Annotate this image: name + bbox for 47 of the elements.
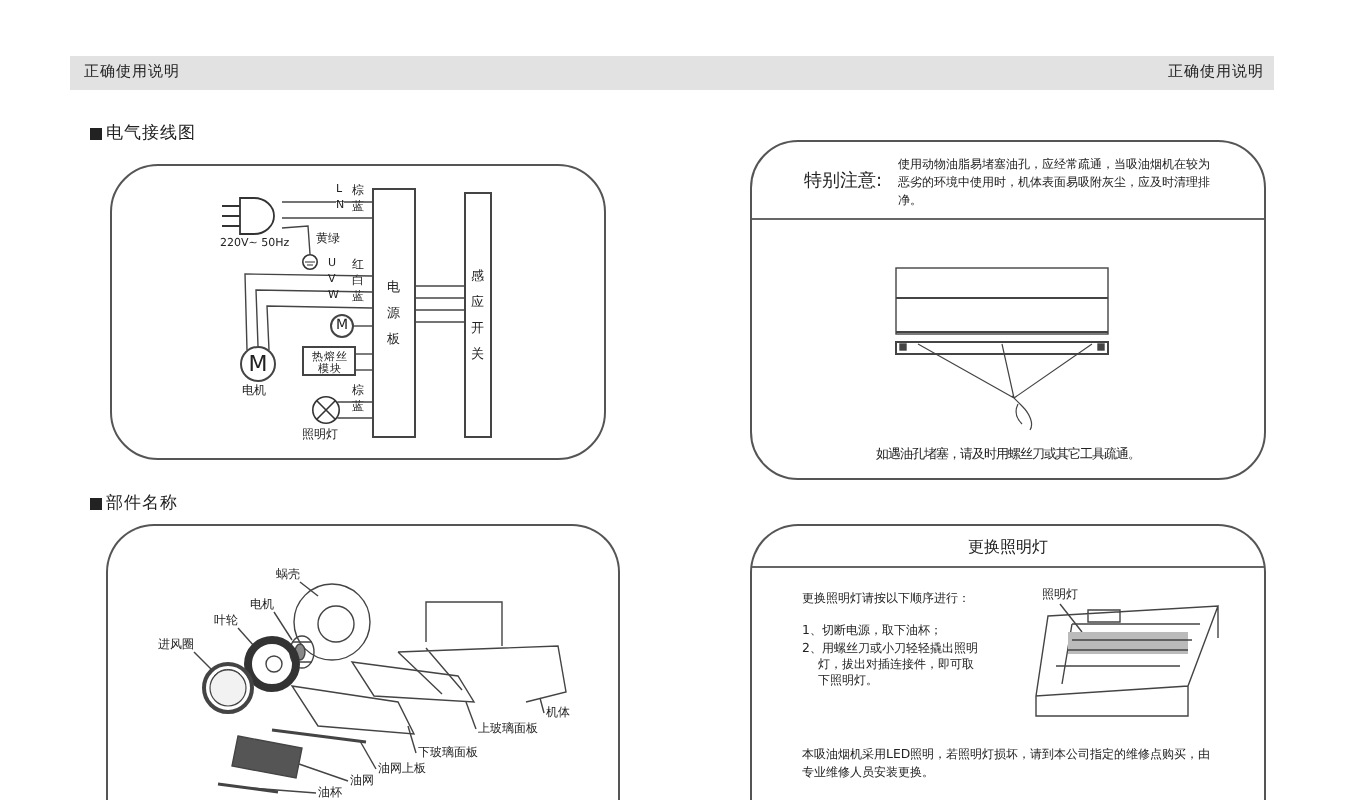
wire	[415, 321, 465, 323]
wire	[237, 627, 255, 647]
wire	[1059, 603, 1083, 633]
impeller	[242, 634, 302, 694]
wire	[336, 401, 373, 403]
hood-body	[394, 598, 570, 706]
motor-symbol: M	[240, 346, 276, 382]
filter-plate	[268, 724, 370, 746]
fan-housing	[292, 582, 372, 662]
instruction-panel	[750, 524, 1266, 800]
glass-panel	[288, 682, 418, 738]
wire	[465, 701, 477, 730]
diagram-panel	[106, 524, 620, 800]
oil-cup	[214, 778, 282, 796]
wire	[255, 289, 373, 347]
wire	[539, 697, 545, 714]
wire	[193, 651, 213, 671]
diagram-panel	[110, 164, 606, 460]
wire	[299, 581, 319, 597]
wire	[244, 273, 373, 351]
wire	[355, 369, 373, 371]
wire	[355, 353, 373, 355]
wire	[407, 725, 417, 754]
lamp-symbol	[312, 396, 340, 424]
wire	[281, 225, 311, 255]
ground-symbol	[302, 254, 318, 270]
notice-heading: 特别注意:	[804, 174, 883, 192]
section-heading: 部件名称	[106, 496, 178, 513]
wire	[353, 325, 373, 327]
wire	[415, 309, 465, 311]
wire	[281, 201, 373, 203]
wire	[266, 305, 373, 351]
grease-filter	[228, 732, 306, 782]
wire	[273, 611, 293, 641]
inlet-ring	[200, 660, 256, 716]
wire	[336, 417, 373, 419]
wire	[298, 763, 349, 782]
panel-heading: 更换照明灯	[966, 540, 1050, 556]
glass-panel	[348, 658, 478, 706]
wire	[415, 285, 465, 287]
wire	[359, 740, 377, 770]
wire	[281, 217, 373, 219]
notice-panel	[750, 140, 1266, 480]
motor-drawing	[288, 634, 316, 670]
section-heading: 电气接线图	[106, 126, 196, 143]
lamp-strip	[1066, 630, 1190, 656]
wire	[415, 297, 465, 299]
